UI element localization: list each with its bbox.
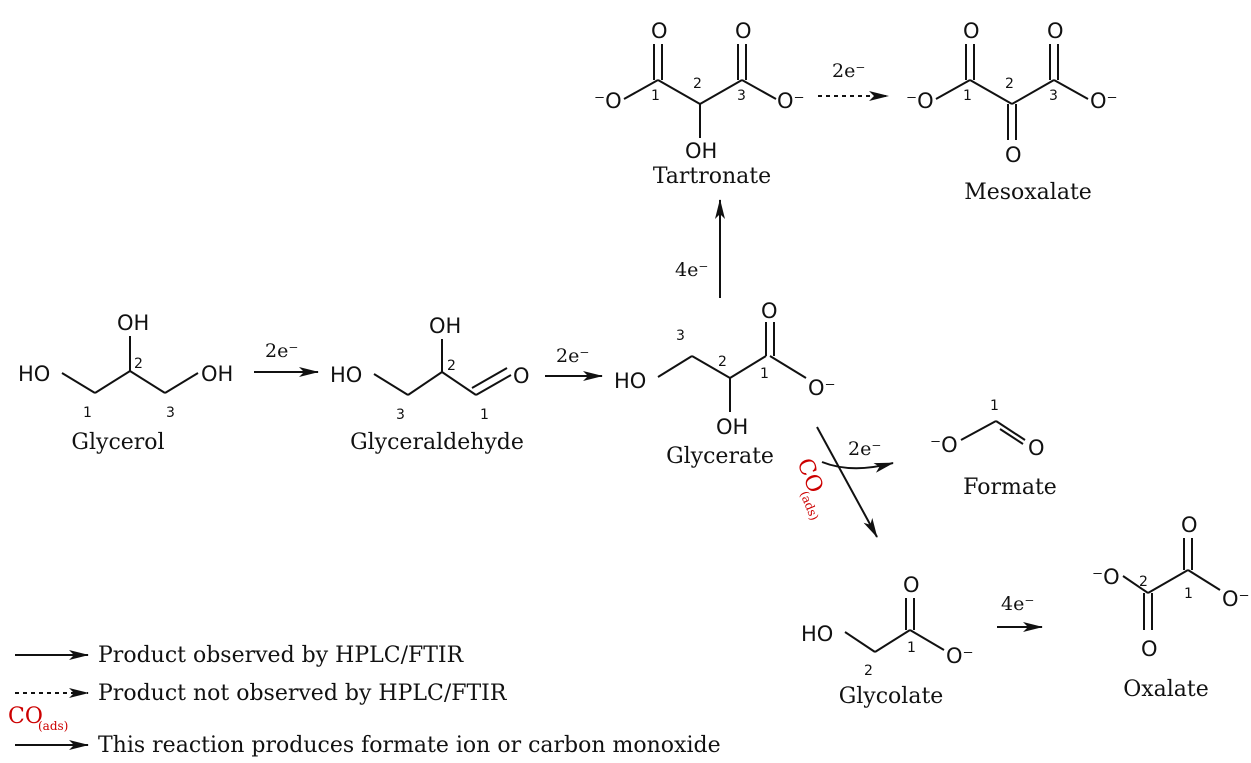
glycolate-ho: HO bbox=[801, 622, 833, 646]
mesoxalate-o-bottom: O bbox=[1005, 143, 1022, 167]
tartronate-n2: 2 bbox=[693, 76, 702, 92]
glycerol-ho: HO bbox=[18, 362, 50, 386]
glycerate-n3: 3 bbox=[676, 328, 685, 344]
glycolate-o-minus: O⁻ bbox=[946, 644, 974, 668]
tartronate-o-minus-left: ⁻O bbox=[594, 89, 622, 113]
mesoxalate-o-top-right: O bbox=[1047, 19, 1064, 43]
formate-o-minus: ⁻O bbox=[930, 433, 958, 457]
glycerate-name: Glycerate bbox=[666, 444, 774, 469]
glyceraldehyde-o: O bbox=[513, 364, 530, 388]
glycerate-n2: 2 bbox=[718, 354, 727, 370]
mesoxalate-o-minus-right: O⁻ bbox=[1090, 89, 1118, 113]
formate-molecule: ⁻O O 1 Formate bbox=[930, 398, 1057, 500]
legend-co-main: CO bbox=[8, 704, 43, 729]
co-ads-sub: (ads) bbox=[797, 489, 821, 522]
glycerate-molecule: HO O O⁻ OH 3 2 1 Glycerate bbox=[614, 299, 836, 469]
mesoxalate-o-minus-left: ⁻O bbox=[906, 89, 934, 113]
mesoxalate-name: Mesoxalate bbox=[964, 180, 1092, 205]
arrow-label-4e-2: 4e⁻ bbox=[1001, 593, 1034, 615]
tartronate-o-minus-right: O⁻ bbox=[777, 89, 805, 113]
glycerate-o-minus: O⁻ bbox=[808, 376, 836, 400]
tartronate-o-top-right: O bbox=[735, 19, 752, 43]
mesoxalate-molecule: ⁻O O O O⁻ O 1 2 3 Mesoxalate bbox=[906, 19, 1118, 205]
mesoxalate-n1: 1 bbox=[963, 88, 972, 104]
oxalate-o-minus-right: O⁻ bbox=[1222, 587, 1250, 611]
tartronate-n1: 1 bbox=[651, 88, 660, 104]
glycerate-ho: HO bbox=[614, 369, 646, 393]
arrow-label-2e-3: 2e⁻ bbox=[832, 60, 865, 82]
glycerate-oh: OH bbox=[716, 415, 748, 439]
oxalate-n2: 2 bbox=[1139, 574, 1148, 590]
arrow-label-4e: 4e⁻ bbox=[675, 259, 708, 281]
formate-o: O bbox=[1028, 436, 1045, 460]
tartronate-molecule: ⁻O O O O⁻ OH 1 2 3 Tartronate bbox=[594, 19, 805, 189]
glycerol-n2: 2 bbox=[134, 356, 143, 372]
tartronate-name: Tartronate bbox=[653, 164, 771, 189]
glycerol-oh-right: OH bbox=[201, 362, 233, 386]
mesoxalate-o-top-left: O bbox=[963, 19, 980, 43]
arrow-glycerate-formate bbox=[821, 461, 894, 473]
glyceraldehyde-name: Glyceraldehyde bbox=[350, 430, 524, 455]
glyceraldehyde-oh: OH bbox=[429, 314, 461, 338]
oxalate-o-bottom: O bbox=[1141, 637, 1158, 661]
glyceraldehyde-n1: 1 bbox=[480, 407, 489, 423]
oxalate-o-minus-left: ⁻O bbox=[1092, 565, 1120, 589]
glycerol-oh-top: OH bbox=[117, 311, 149, 335]
arrow-label-2e-2: 2e⁻ bbox=[556, 345, 589, 367]
legend-not-observed: Product not observed by HPLC/FTIR bbox=[98, 681, 508, 706]
oxalate-n1: 1 bbox=[1184, 586, 1193, 602]
oxalate-o-top: O bbox=[1181, 513, 1198, 537]
glyceraldehyde-n3: 3 bbox=[396, 407, 405, 423]
mesoxalate-n3: 3 bbox=[1049, 88, 1058, 104]
glycerate-n1: 1 bbox=[760, 366, 769, 382]
glycerate-o-top: O bbox=[761, 299, 778, 323]
glycolate-n1: 1 bbox=[907, 640, 916, 656]
glycerol-molecule: HO OH OH 2 1 3 Glycerol bbox=[18, 311, 233, 455]
arrow-glycerate-glycolate bbox=[816, 426, 878, 538]
legend-observed: Product observed by HPLC/FTIR bbox=[98, 643, 465, 668]
glycerol-n1: 1 bbox=[83, 405, 92, 421]
glyceraldehyde-ho: HO bbox=[330, 363, 362, 387]
legend-co-sub: (ads) bbox=[38, 719, 68, 733]
glyceraldehyde-n2: 2 bbox=[447, 358, 456, 374]
glycerol-name: Glycerol bbox=[71, 430, 164, 455]
formate-n1: 1 bbox=[990, 398, 999, 414]
tartronate-n3: 3 bbox=[737, 88, 746, 104]
legend: Product observed by HPLC/FTIR Product no… bbox=[8, 643, 721, 758]
glycolate-name: Glycolate bbox=[839, 684, 944, 709]
arrow-label-2e-1: 2e⁻ bbox=[265, 340, 298, 362]
tartronate-oh: OH bbox=[685, 139, 717, 163]
glycolate-n2: 2 bbox=[864, 663, 873, 679]
legend-co-reaction: This reaction produces formate ion or ca… bbox=[98, 733, 721, 758]
glycolate-molecule: HO O O⁻ 2 1 Glycolate bbox=[801, 573, 974, 709]
glyceraldehyde-molecule: HO O OH 2 3 1 Glyceraldehyde bbox=[330, 314, 530, 455]
arrow-label-2e-4: 2e⁻ bbox=[848, 438, 881, 460]
mesoxalate-n2: 2 bbox=[1005, 76, 1014, 92]
glycolate-o-top: O bbox=[903, 573, 920, 597]
oxalate-molecule: ⁻O O O O⁻ 2 1 Oxalate bbox=[1092, 513, 1250, 702]
tartronate-o-top-left: O bbox=[651, 19, 668, 43]
formate-name: Formate bbox=[963, 475, 1057, 500]
glycerol-n3: 3 bbox=[166, 405, 175, 421]
oxalate-name: Oxalate bbox=[1123, 677, 1209, 702]
